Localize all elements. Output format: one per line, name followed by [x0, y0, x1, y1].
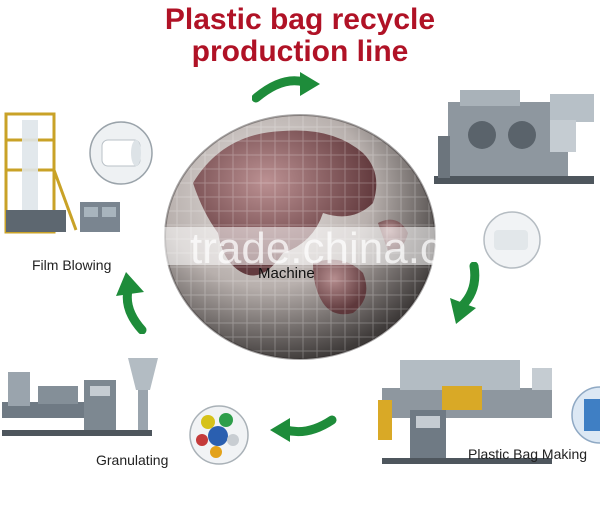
recycle-arrow-icon — [270, 415, 337, 442]
plastic-pellets-image — [189, 405, 249, 465]
film-blowing-machine-image — [4, 112, 120, 234]
watermark-text: trade.china.cn — [190, 224, 467, 273]
label-granulating: Granulating — [96, 452, 169, 468]
film-sample-image — [483, 211, 541, 269]
printing-machine-image — [434, 90, 594, 184]
bag-making-machine-image — [378, 360, 552, 464]
recycle-arrow-icon — [450, 262, 480, 324]
bag-sample-image — [571, 386, 600, 444]
recycle-arrow-icon — [116, 272, 147, 334]
title-line-1: Plastic bag recycle — [164, 3, 436, 36]
label-plastic-bag-making: Plastic Bag Making — [468, 446, 588, 462]
label-film-blowing: Film Blowing — [32, 257, 112, 273]
granulator-machine-image — [2, 358, 158, 436]
recycle-arrow-icon — [252, 72, 320, 103]
center-label: Machine — [258, 265, 315, 282]
film-roll-image — [89, 121, 153, 185]
title-line-2: production line — [191, 35, 409, 68]
